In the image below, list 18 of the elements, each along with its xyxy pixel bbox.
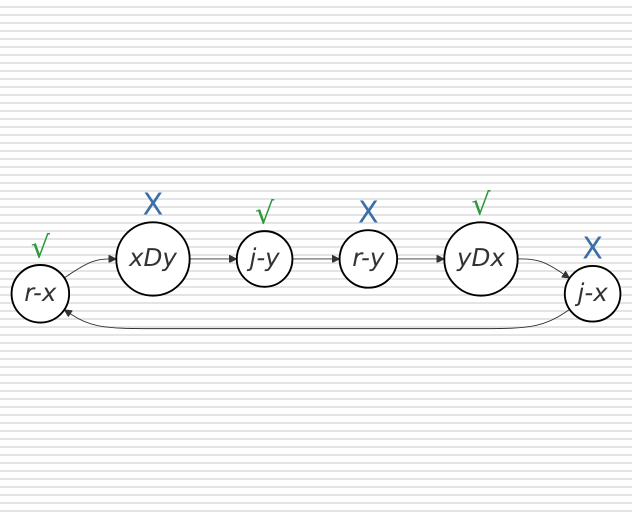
node-mark: X [358, 196, 379, 232]
arrow [64, 309, 570, 330]
node-mark: X [142, 188, 164, 224]
arrow [292, 255, 340, 264]
arrow [517, 258, 570, 279]
node-circle: xDy [115, 222, 191, 297]
arrow [189, 255, 238, 264]
node-circle: j-x [564, 265, 622, 323]
node-mark: √ [30, 230, 50, 266]
node-circle: j-y [236, 230, 294, 288]
node-mark: √ [471, 188, 491, 224]
node-circle: r-y [338, 230, 398, 290]
arrow [64, 255, 117, 279]
node-mark: X [582, 232, 603, 267]
node-circle: r-x [10, 264, 70, 324]
node-mark: √ [255, 197, 274, 232]
arrow [396, 255, 445, 264]
node-circle: yDx [443, 222, 519, 297]
